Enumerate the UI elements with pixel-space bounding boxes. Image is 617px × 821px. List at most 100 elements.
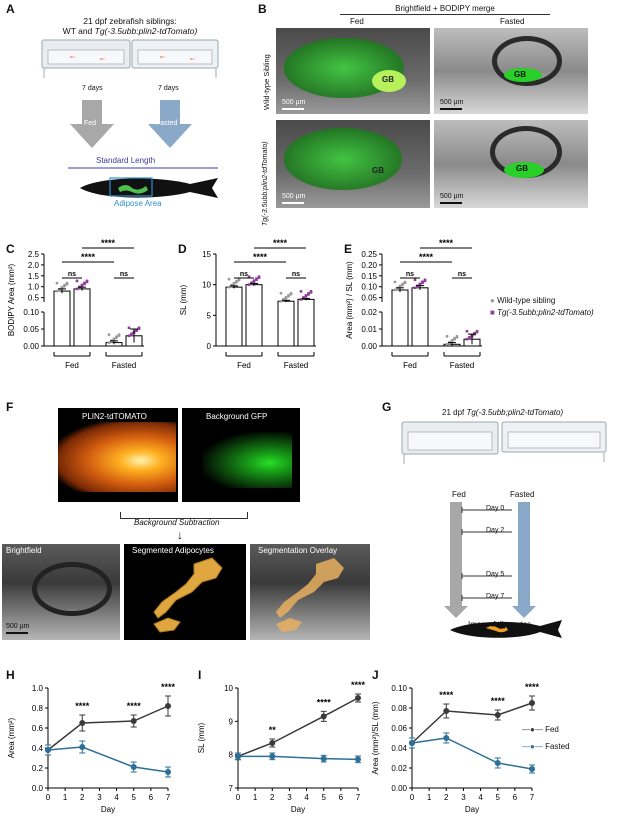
data-point [235,753,241,760]
x-tick-label: 7 [356,793,361,802]
micrograph-tg-fed: GB 500 µm [276,120,430,208]
day-ticks [461,507,512,601]
y-tick-label: 0.5 [28,294,40,303]
y-tick-label: 0.04 [391,744,407,753]
x-tick-label: 1 [427,793,432,802]
panel-g-day2: Day 2 [486,527,505,534]
legend-tg-label: Tg(-3.5ubb;plin2-tdTomato) [497,308,594,317]
y-tick-label: 0.08 [391,704,407,713]
data-point [304,294,308,297]
standard-length-label: Standard Length [96,156,156,165]
gb-label: GB [372,166,384,175]
y-tick-label: 1.0 [32,684,44,693]
data-point [393,288,397,292]
data-point [453,336,456,340]
gallbladder [504,68,542,82]
y-tick-label: 0.10 [391,684,407,693]
overlay-shape [276,558,344,632]
sig-label: ** [269,725,277,735]
y-axis-label: Area (mm²)/SL (mm) [371,701,380,774]
data-point [413,286,417,290]
data-point [418,282,422,286]
data-point [320,755,327,762]
data-point [55,281,59,285]
bar [245,284,263,347]
micrograph-background-gfp: Background GFP [182,408,300,502]
bar [225,286,243,347]
panel-label-f: F [6,400,14,414]
series-line [238,755,359,761]
panel-g-diagram [401,421,607,638]
swim-bladder [492,36,562,86]
bar [297,298,315,347]
y-tick-label: 15 [202,250,211,259]
x-tick-label: 4 [114,793,119,802]
data-point [130,718,137,724]
y-tick-label: 5 [207,311,212,320]
y-tick-label: 0.10 [361,283,377,292]
panel-label-b: B [258,2,267,16]
data-point [75,287,79,291]
data-point [79,744,86,750]
data-point [137,326,141,330]
fed-arrow-head [444,606,468,618]
panel-a-title-line2: WT and Tg(-3.5ubb:plin2-tdTomato) [40,26,220,36]
panel-a-title-line1: 21 dpf zebrafish siblings: [83,16,177,26]
legend-fasted: —●— Fasted [522,742,570,751]
y-tick-label: 10 [202,281,211,290]
data-point [235,279,238,283]
data-point [403,280,407,284]
y-tick-label: 0 [207,342,212,351]
legend-hij: —●— Fed —●— Fasted [522,725,570,751]
scale-bar [282,108,304,110]
bar [73,288,91,347]
data-point [165,703,171,709]
panel-b-col-fasted: Fasted [500,17,525,26]
sig-label: **** [317,697,332,707]
data-point [269,753,276,760]
legend-fed: —●— Fed [522,725,559,734]
panel-label-i: I [198,668,202,682]
brightfield-label: Brightfield [6,546,42,555]
gallbladder [372,70,406,92]
fish-icon [160,56,196,60]
scale-label: 500 µm [440,193,464,200]
data-point [289,291,293,295]
x-tick-label: 5 [131,793,136,802]
sig-label: ns [458,271,466,278]
adipose-area-label: Adipose Area [114,199,162,208]
data-point [83,281,86,285]
data-point [232,281,236,285]
sig-label: ns [68,271,76,278]
y-axis-label: SL (mm) [179,284,188,315]
segmented-adipocytes-shape [153,557,223,633]
data-point [494,760,501,766]
x-tick-label: 6 [149,793,154,802]
y-tick-label: 0.10 [23,308,39,317]
y-tick-label: 0.15 [361,272,377,281]
panel-a-title-tg: Tg(-3.5ubb:plin2-tdTomato) [94,26,198,36]
sig-label: **** [491,696,506,706]
data-point [468,335,471,339]
x-tick-label: 3 [461,793,466,802]
y-tick-label: 0.06 [391,724,407,733]
tank-fed-inner [407,431,493,451]
data-point [79,720,86,726]
fed-arrow-label: Fed [84,120,97,127]
bar-charts-cde: BODIPY Area (mm²)0.51.01.52.02.50.000.05… [7,238,482,370]
y-tick-label: 0.05 [361,294,377,303]
fasted-arrow-head [512,606,536,618]
data-point [320,713,327,720]
series-line [47,746,169,773]
legend-fasted-label: Fasted [545,742,570,751]
sig-label: ns [292,271,300,278]
swim-bladder [32,562,112,616]
series-line [411,702,533,744]
panel-g-day7: Day 7 [486,593,505,600]
y-axis-label: Area (mm²) [7,717,16,758]
data-point [475,329,479,333]
arrow-down-icon: ↓ [177,528,183,542]
micrograph-wt-fasted: GB 500 µm [434,28,588,114]
panel-g-title: 21 dpf Tg(-3.5ubb;plin2-tdTomato) [442,408,563,417]
y-tick-label: 0.01 [361,325,377,334]
